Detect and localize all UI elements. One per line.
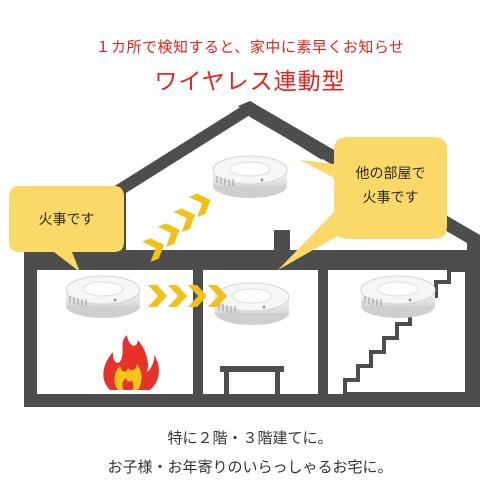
staircase bbox=[343, 268, 469, 396]
smoke-detector-icon bbox=[214, 282, 290, 326]
caption-line1: 特に２階・３階建てに。 bbox=[167, 429, 333, 447]
smoke-detector-icon bbox=[65, 275, 141, 319]
subheadline: １カ所で検知すると、家中に素早くお知らせ bbox=[95, 38, 405, 56]
fire-icon bbox=[103, 335, 159, 390]
smoke-detector-icon bbox=[360, 275, 436, 319]
right-bubble-line2: 火事です bbox=[362, 190, 419, 206]
caption-line2: お子様・お年寄りのいらっしゃるお宅に。 bbox=[107, 458, 393, 476]
left-speech-bubble bbox=[9, 186, 124, 272]
left-bubble-text: 火事です bbox=[38, 212, 95, 228]
table bbox=[220, 366, 284, 394]
right-bubble-line1: 他の部屋で bbox=[355, 166, 426, 182]
right-speech-bubble bbox=[278, 137, 447, 270]
main-headline: ワイヤレス連動型 bbox=[154, 69, 346, 95]
smoke-detector-icon bbox=[212, 155, 288, 199]
